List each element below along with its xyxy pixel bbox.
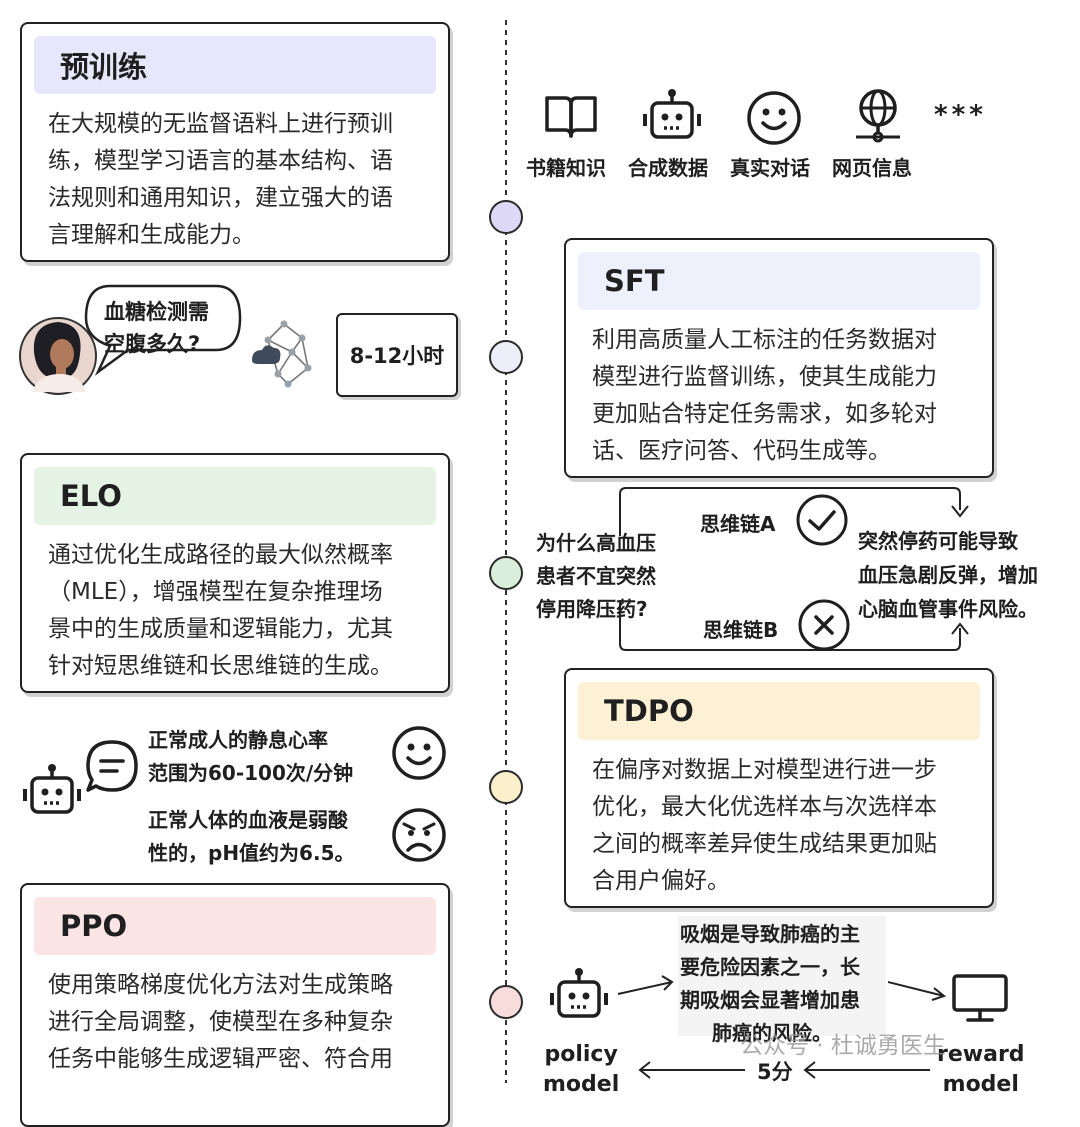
- ppo-card: PPO 使用策略梯度优化方法对生成策略 进行全局调整，使模型在多种复杂 任务中能…: [20, 883, 450, 1127]
- tdpo-rejected-line: 性的，pH值约为6.5。: [148, 841, 355, 865]
- pretrain-card: 预训练 在大规模的无监督语料上进行预训 练，模型学习语言的基本结构、语 法规则和…: [20, 22, 450, 262]
- reward-model-label: reward model: [937, 1040, 1025, 1100]
- timeline-dot-pretrain: [489, 200, 523, 234]
- elo-answer: 突然停药可能导致 血压急剧反弹，增加 心脑血管事件风险。: [858, 524, 1038, 626]
- smiley-icon: [747, 91, 801, 145]
- sft-title: SFT: [578, 252, 980, 310]
- ppo-sample-line: 吸烟是导致肺癌的主: [680, 922, 860, 946]
- sft-line: 模型进行监督训练，使其生成能力: [592, 364, 937, 390]
- ppo-line: 使用策略梯度优化方法对生成策略: [48, 972, 393, 998]
- ppo-title: PPO: [34, 897, 436, 955]
- globe-icon: [856, 89, 900, 143]
- pretrain-line: 在大规模的无监督语料上进行预训: [48, 111, 393, 137]
- elo-question-line: 停用降压药?: [536, 597, 648, 621]
- policy-model-label-line: model: [543, 1072, 620, 1097]
- ppo-sample-line: 期吸烟会显著增加患: [680, 988, 860, 1012]
- pretrain-line: 法规则和通用知识，建立强大的语: [48, 185, 393, 211]
- ppo-sample-box: [678, 916, 886, 1036]
- robot-icon: [643, 89, 701, 139]
- timeline-dot-ppo: [489, 985, 523, 1019]
- sft-line: 话、医疗问答、代码生成等。: [592, 438, 891, 464]
- tdpo-line: 在偏序对数据上对模型进行进一步: [592, 757, 937, 783]
- tdpo-rejected-sample: 正常人体的血液是弱酸 性的，pH值约为6.5。: [148, 804, 354, 870]
- tdpo-rejected-line: 正常人体的血液是弱酸: [148, 808, 348, 832]
- book-icon: [545, 96, 597, 138]
- sft-question-line: 空腹多久?: [104, 332, 201, 356]
- robot-icon: [23, 764, 81, 814]
- tdpo-description: 在偏序对数据上对模型进行进一步 优化，最大化优选样本与次选样本 之间的概率差异使…: [592, 752, 974, 900]
- elo-answer-line: 血压急剧反弹，增加: [858, 563, 1038, 587]
- sft-description: 利用高质量人工标注的任务数据对 模型进行监督训练，使其生成能力 更加贴合特定任务…: [592, 322, 974, 470]
- elo-description: 通过优化生成路径的最大似然概率 （MLE），增强模型在复杂推理场 景中的生成质量…: [48, 537, 430, 685]
- ppo-flow-arrows: [617, 975, 947, 1079]
- elo-answer-line: 突然停药可能导致: [858, 529, 1018, 553]
- chain-a-label: 思维链A: [700, 512, 776, 536]
- pretrain-title: 预训练: [34, 36, 436, 94]
- ppo-sample-text: 吸烟是导致肺癌的主 要危险因素之一，长 期吸烟会显著增加患 肺癌的风险。: [680, 918, 860, 1050]
- angry-face-icon: [392, 808, 446, 862]
- sft-card: SFT 利用高质量人工标注的任务数据对 模型进行监督训练，使其生成能力 更加贴合…: [564, 238, 994, 478]
- sft-question: 血糖检测需 空腹多久?: [104, 296, 209, 360]
- happy-face-icon: [392, 726, 446, 780]
- watermark: 公众号 · 杜诚勇医生: [740, 1033, 946, 1059]
- ppo-line: 进行全局调整，使模型在多种复杂: [48, 1009, 393, 1035]
- elo-chain-arrows: [619, 487, 969, 651]
- elo-answer-line: 心脑血管事件风险。: [858, 597, 1038, 621]
- elo-line: 通过优化生成路径的最大似然概率: [48, 542, 393, 568]
- reward-model-label-line: reward: [937, 1042, 1025, 1067]
- elo-line: 景中的生成质量和逻辑能力，尤其: [48, 616, 393, 642]
- reward-model-label-line: model: [942, 1072, 1019, 1097]
- source-label-synthetic: 合成数据: [628, 156, 708, 180]
- ppo-line: 任务中能够生成逻辑严密、符合用: [48, 1046, 393, 1072]
- policy-model-label-line: policy: [544, 1042, 618, 1067]
- sft-line: 更加贴合特定任务需求，如多轮对: [592, 401, 937, 427]
- ppo-sample-line: 要危险因素之一，长: [680, 955, 860, 979]
- elo-line: （MLE），增强模型在复杂推理场: [48, 579, 383, 605]
- ppo-description: 使用策略梯度优化方法对生成策略 进行全局调整，使模型在多种复杂 任务中能够生成逻…: [48, 967, 430, 1078]
- reward-model-monitor-icon: [952, 974, 1008, 1022]
- ppo-sample-line: 肺癌的风险。: [712, 1021, 832, 1045]
- sft-question-line: 血糖检测需: [104, 300, 209, 324]
- policy-model-robot-icon: [550, 968, 608, 1018]
- ai-network-icon: [252, 320, 312, 388]
- more-sources: ***: [934, 100, 987, 130]
- timeline-layer: [505, 20, 507, 1083]
- elo-question-line: 为什么高血压: [536, 531, 656, 555]
- tdpo-preferred-line: 范围为60-100次/分钟: [148, 761, 354, 785]
- chain-b-label: 思维链B: [703, 618, 779, 642]
- sft-answer-box: 8-12小时: [336, 313, 458, 397]
- elo-title: ELO: [34, 467, 436, 525]
- tdpo-card: TDPO 在偏序对数据上对模型进行进一步 优化，最大化优选样本与次选样本 之间的…: [564, 668, 994, 908]
- elo-line: 针对短思维链和长思维链的生成。: [48, 653, 393, 679]
- pretrain-line: 言理解和生成能力。: [48, 222, 255, 248]
- tdpo-title: TDPO: [578, 682, 980, 740]
- timeline-dot-sft: [489, 340, 523, 374]
- tdpo-line: 合用户偏好。: [592, 868, 730, 894]
- pretrain-description: 在大规模的无监督语料上进行预训 练，模型学习语言的基本结构、语 法规则和通用知识…: [48, 106, 430, 254]
- tdpo-line: 优化，最大化优选样本与次选样本: [592, 794, 937, 820]
- source-label-books: 书籍知识: [526, 156, 606, 180]
- elo-question-line: 患者不宜突然: [536, 564, 656, 588]
- check-circle-icon: [796, 494, 848, 546]
- tdpo-preferred-sample: 正常成人的静息心率 范围为60-100次/分钟: [148, 724, 353, 790]
- sft-line: 利用高质量人工标注的任务数据对: [592, 327, 937, 353]
- policy-model-label: policy model: [543, 1040, 619, 1100]
- source-label-dialogue: 真实对话: [730, 156, 810, 180]
- speech-bubble-icon: [84, 284, 242, 376]
- elo-card: ELO 通过优化生成路径的最大似然概率 （MLE），增强模型在复杂推理场 景中的…: [20, 453, 450, 693]
- elo-question: 为什么高血压 患者不宜突然 停用降压药?: [536, 527, 656, 626]
- patient-avatar-icon: [19, 317, 97, 395]
- timeline-dot-tdpo: [489, 770, 523, 804]
- timeline-dot-elo: [489, 556, 523, 590]
- reward-score: 5分: [757, 1060, 793, 1084]
- tdpo-line: 之间的概率差异使生成结果更加贴: [592, 831, 937, 857]
- cross-circle-icon: [798, 599, 850, 651]
- pretrain-line: 练，模型学习语言的基本结构、语: [48, 148, 393, 174]
- source-label-web: 网页信息: [832, 156, 912, 180]
- tdpo-preferred-line: 正常成人的静息心率: [148, 728, 328, 752]
- chat-bubble-icon: [86, 740, 138, 792]
